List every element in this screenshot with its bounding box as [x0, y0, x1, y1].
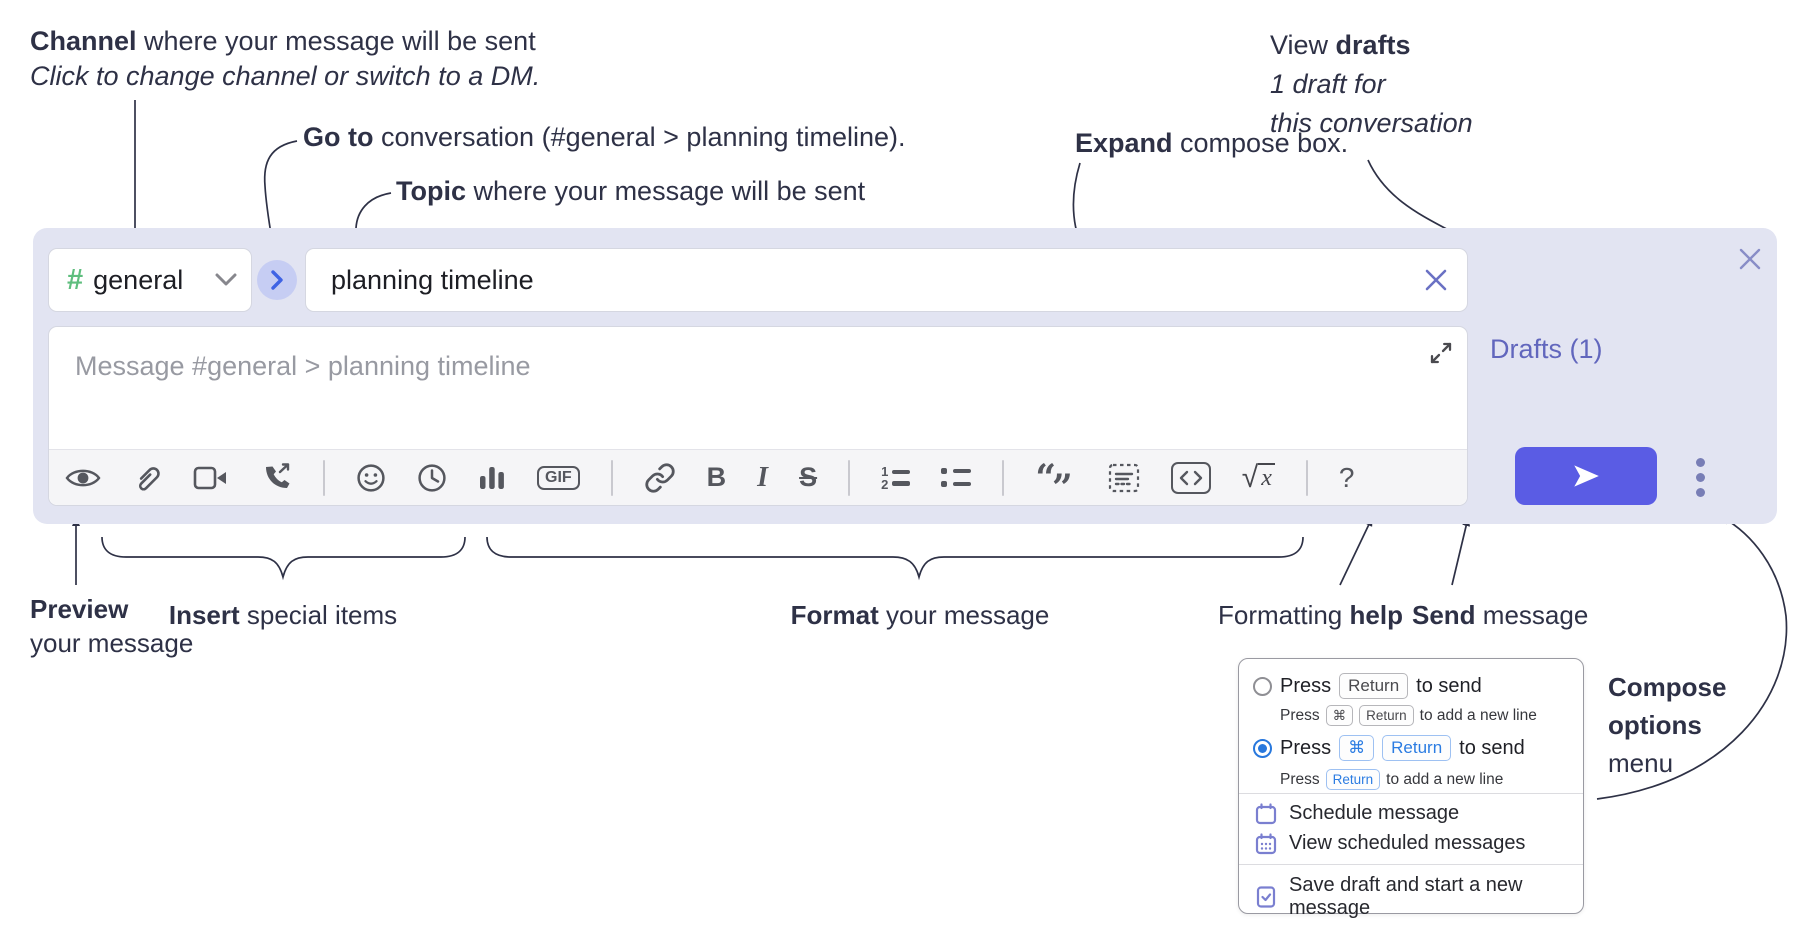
quote-icon[interactable]: “” — [1035, 456, 1073, 506]
toolbar-divider — [323, 459, 325, 496]
close-compose-icon[interactable] — [1735, 244, 1765, 274]
topic-input[interactable] — [306, 264, 1421, 296]
annotation-format: Format your message — [790, 600, 1050, 630]
compose-options-menu-button[interactable] — [1685, 454, 1715, 500]
strikethrough-icon[interactable]: S — [799, 462, 818, 492]
return-keycap: Return — [1325, 769, 1381, 790]
calendar-grid-icon — [1255, 832, 1277, 854]
message-formatting-help-icon[interactable]: ? — [1338, 461, 1355, 493]
send-plane-icon — [1574, 465, 1599, 487]
video-call-icon[interactable] — [193, 465, 229, 491]
clear-topic-icon[interactable] — [1421, 265, 1451, 295]
time-icon[interactable] — [417, 463, 447, 493]
channel-hash-icon: # — [67, 263, 84, 296]
spoiler-icon[interactable] — [1108, 463, 1140, 493]
option-cmd-return-subtext: Press Return to add a new line — [1280, 769, 1503, 790]
annotation-insert: Insert special items — [168, 600, 398, 630]
annotation-drafts: View drafts 1 draft for this conversatio… — [1270, 30, 1473, 138]
option-return-subtext: Press ⌘ Return to add a new line — [1280, 705, 1537, 726]
arrow-to-goto-button — [263, 140, 298, 241]
toolbar-divider — [1002, 459, 1005, 496]
go-to-conversation-button[interactable] — [257, 260, 297, 300]
annotation-expand: Expand compose box. — [1075, 128, 1349, 158]
brace-format — [486, 536, 1304, 581]
drafts-link[interactable]: Drafts (1) — [1490, 334, 1603, 364]
link-icon[interactable] — [644, 462, 676, 494]
annotation-topic: Topic where your message will be sent — [396, 176, 866, 206]
toolbar-divider — [1305, 459, 1308, 496]
code-icon[interactable] — [1170, 461, 1211, 494]
message-input[interactable] — [49, 327, 1467, 449]
popup-divider — [1239, 793, 1583, 794]
annotation-send: Send message — [1412, 600, 1589, 630]
chevron-down-icon — [215, 273, 237, 286]
draft-check-icon — [1256, 886, 1276, 908]
message-area: GIF B I S 12 — [48, 326, 1468, 506]
option-return-to-send[interactable]: Press Return to send — [1253, 673, 1482, 699]
arrow-to-send — [1451, 517, 1471, 586]
cmd-keycap: ⌘ — [1325, 705, 1354, 726]
return-keycap: Return — [1382, 735, 1452, 761]
return-keycap: Return — [1339, 673, 1409, 699]
send-button[interactable] — [1515, 447, 1657, 505]
poll-icon[interactable] — [478, 464, 506, 492]
calendar-icon — [1255, 802, 1277, 824]
chevron-right-icon — [271, 270, 283, 290]
radio-selected-icon[interactable] — [1253, 738, 1272, 758]
italic-icon[interactable]: I — [757, 461, 769, 493]
annotation-help: Formatting help — [1218, 600, 1403, 630]
compose-box: # general Drafts (1) — [33, 228, 1777, 524]
popup-divider — [1239, 864, 1583, 865]
return-keycap: Return — [1359, 705, 1414, 726]
compose-options-popup: Press Return to send Press ⌘ Return to a… — [1238, 658, 1584, 919]
topic-field — [305, 248, 1468, 312]
preview-icon[interactable] — [65, 465, 101, 491]
bold-icon[interactable]: B — [706, 462, 727, 492]
radio-unselected-icon[interactable] — [1253, 676, 1272, 696]
annotation-channel: Channel where your message will be sent … — [30, 26, 541, 91]
annotation-preview: Preview your message — [30, 594, 194, 658]
toolbar-divider — [610, 459, 613, 496]
emoji-icon[interactable] — [356, 463, 386, 493]
channel-name: general — [93, 264, 184, 295]
attach-file-icon[interactable] — [132, 463, 162, 493]
bulleted-list-icon[interactable] — [941, 468, 972, 487]
expand-compose-icon[interactable] — [1429, 341, 1453, 365]
brace-insert — [101, 536, 466, 581]
menu-item-schedule-message[interactable]: Schedule message — [1255, 802, 1459, 825]
annotation-compose-options: Compose options menu — [1608, 672, 1727, 778]
toolbar-divider — [848, 459, 851, 496]
annotation-goto: Go to conversation (#general > planning … — [303, 122, 906, 152]
audio-call-icon[interactable] — [260, 462, 292, 493]
menu-item-save-draft[interactable]: Save draft and start a new message — [1255, 874, 1583, 920]
channel-selector[interactable]: # general — [48, 248, 252, 312]
gif-icon[interactable]: GIF — [537, 465, 580, 490]
cmd-keycap: ⌘ — [1339, 735, 1375, 761]
option-cmd-return-to-send[interactable]: Press ⌘ Return to send — [1253, 735, 1525, 761]
menu-item-view-scheduled[interactable]: View scheduled messages — [1255, 832, 1525, 855]
arrow-to-help — [1339, 517, 1373, 586]
math-icon[interactable]: √x — [1242, 462, 1275, 493]
